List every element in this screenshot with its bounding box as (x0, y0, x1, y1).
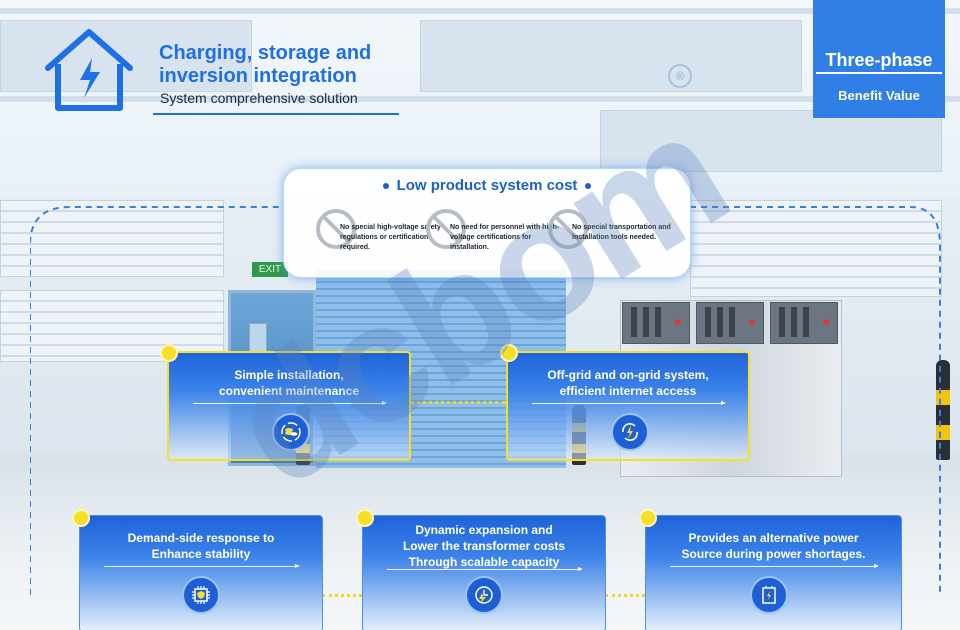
card-divider (387, 567, 583, 571)
card-title: Provides an alternative power Source dur… (646, 530, 901, 562)
cabinet-slot (655, 307, 661, 337)
clock-lightning-icon (465, 576, 503, 614)
card-divider (104, 564, 300, 568)
card-pin (500, 344, 518, 362)
prohibited-icon (316, 209, 356, 249)
cost-item-text: No need for personnel with high-voltage … (450, 224, 560, 251)
badge-subtitle: Benefit Value (838, 88, 920, 103)
status-led (749, 319, 755, 325)
card-title: Simple installation, convenient maintena… (169, 367, 409, 399)
card-title-line: efficient internet access (559, 384, 697, 398)
card-title-line: Dynamic expansion and (415, 523, 553, 537)
card-title-line: Enhance stability (151, 547, 251, 561)
cost-item: No special high-voltage safety regulatio… (314, 203, 441, 259)
cost-item: No special transportation and installati… (546, 203, 671, 259)
card-divider (193, 401, 387, 405)
lightning-cycle-icon (611, 413, 649, 451)
card-title-line: Through scalable capacity (408, 555, 560, 569)
skylight-window (600, 110, 942, 172)
registered-mark: ® (668, 64, 692, 88)
card-title-line: Demand-side response to (127, 531, 275, 545)
title-line: inversion integration (159, 65, 357, 87)
cabinet-slot (717, 307, 723, 337)
card-title-line: Provides an alternative power (688, 531, 859, 545)
card-pin (160, 344, 178, 362)
feature-card: Demand-side response to Enhance stabilit… (79, 515, 323, 630)
card-title-line: Off-grid and on-grid system, (547, 368, 709, 382)
status-led (823, 319, 829, 325)
page-title: Charging, storage and inversion integrat… (159, 42, 371, 88)
cabinet-slot (643, 307, 649, 337)
card-title-line: Simple installation, (234, 368, 344, 382)
feature-card: Provides an alternative power Source dur… (645, 515, 902, 630)
cabinet-slot (803, 307, 809, 337)
feature-card: Off-grid and on-grid system, efficient i… (506, 351, 750, 461)
three-phase-badge: Three-phase Benefit Value (813, 0, 945, 118)
cost-panel-title: Low product system cost (284, 177, 690, 194)
coins-cycle-icon (272, 413, 310, 451)
skylight-window (0, 20, 252, 92)
flow-loop (30, 206, 941, 595)
skylight-window (420, 20, 802, 92)
cost-item-text: No special transportation and installati… (572, 224, 671, 241)
ceiling-beam (0, 8, 960, 14)
card-pin (72, 509, 90, 527)
title-underline (153, 113, 399, 115)
wall-louver (690, 200, 942, 297)
battery-cabinet-icon (750, 576, 788, 614)
cabinet-slot (729, 307, 735, 337)
card-divider (670, 564, 879, 568)
card-title-line: Source during power shortages. (681, 547, 866, 561)
cost-item-text: No special high-voltage safety regulatio… (340, 224, 441, 251)
badge-title: Three-phase (825, 50, 933, 70)
cost-panel-title-text: Low product system cost (396, 177, 578, 194)
card-title: Dynamic expansion and Lower the transfor… (363, 522, 605, 570)
flow-path (30, 206, 941, 595)
feature-card: Dynamic expansion and Lower the transfor… (362, 515, 606, 630)
cabinet-slot (779, 307, 785, 337)
card-pin (356, 509, 374, 527)
page-subtitle: System comprehensive solution (160, 90, 358, 106)
prohibited-icon (548, 209, 588, 249)
bullet-dot (382, 183, 389, 190)
ceiling-beam (0, 96, 960, 102)
title-line: Charging, storage and (159, 42, 372, 64)
wall-louver (0, 290, 224, 362)
bullet-dot (585, 183, 592, 190)
house-lightning-icon (45, 29, 133, 111)
card-title-line: Lower the transformer costs (402, 539, 566, 553)
chip-shield-icon (182, 576, 220, 614)
card-divider (532, 401, 726, 405)
cabinet-panel (622, 302, 690, 344)
card-connector (410, 401, 506, 404)
cabinet-panel (696, 302, 764, 344)
card-connector (322, 594, 362, 597)
status-led (675, 319, 681, 325)
card-pin (639, 509, 657, 527)
cabinet-panel (770, 302, 838, 344)
prohibited-icon (426, 209, 466, 249)
feature-card: Simple installation, convenient maintena… (167, 351, 411, 461)
exit-sign: EXIT (252, 262, 288, 277)
cabinet-slot (631, 307, 637, 337)
cabinet-slot (791, 307, 797, 337)
low-cost-panel: Low product system cost No special high-… (283, 168, 691, 278)
card-title-line: convenient maintenance (218, 384, 360, 398)
cabinet-slot (705, 307, 711, 337)
wall-louver (0, 200, 224, 277)
card-title: Demand-side response to Enhance stabilit… (80, 530, 322, 562)
badge-divider (816, 72, 942, 74)
card-title: Off-grid and on-grid system, efficient i… (508, 367, 748, 399)
card-connector (605, 594, 645, 597)
cost-item: No need for personnel with high-voltage … (424, 203, 559, 259)
